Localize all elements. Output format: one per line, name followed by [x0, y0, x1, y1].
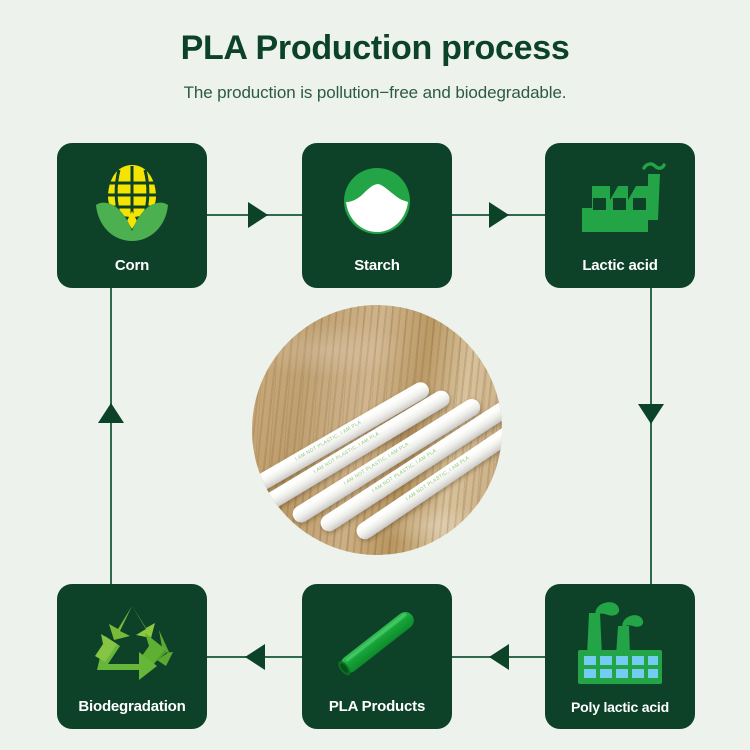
arrow-corn-to-starch[interactable]	[248, 202, 268, 228]
arrow-lactic-to-poly[interactable]	[638, 404, 664, 424]
starch-bowl-icon	[302, 157, 452, 245]
card-label-starch: Starch	[354, 257, 400, 274]
straw-icon	[302, 598, 452, 686]
arrow-poly-to-products[interactable]	[489, 644, 509, 670]
flow-card-biodegradation[interactable]: Biodegradation	[57, 584, 207, 729]
card-label-pla-products: PLA Products	[328, 698, 426, 715]
page-subtitle: The production is pollution−free and bio…	[183, 82, 567, 102]
flow-card-starch[interactable]: Starch	[302, 143, 452, 288]
header: PLA Production process The production is…	[0, 0, 750, 103]
flow-card-lactic-acid[interactable]: Lactic acid	[545, 143, 695, 288]
card-label-lactic-acid: Lactic acid	[582, 257, 658, 274]
arrow-biodeg-to-corn[interactable]	[98, 403, 124, 423]
flow-card-corn[interactable]: Corn	[57, 143, 207, 288]
recycle-icon	[57, 598, 207, 686]
card-label-corn: Corn	[114, 257, 150, 274]
connector-lactic-to-poly	[650, 288, 652, 584]
pla-straws-photo: I AM NOT PLASTIC, I AM PLA I AM NOT PLAS…	[252, 305, 502, 555]
page-title: PLA Production process	[180, 29, 570, 67]
card-label-biodegradation: Biodegradation	[78, 698, 186, 715]
connector-biodeg-to-corn	[110, 288, 112, 584]
factory-icon	[545, 157, 695, 245]
flow-card-poly-lactic-acid[interactable]: Poly lactic acid	[545, 584, 695, 729]
arrow-starch-to-lactic[interactable]	[489, 202, 509, 228]
corn-icon	[57, 157, 207, 245]
flow-card-pla-products[interactable]: PLA Products	[302, 584, 452, 729]
card-label-poly-lactic-acid: Poly lactic acid	[571, 699, 669, 715]
arrow-products-to-biodeg[interactable]	[245, 644, 265, 670]
plant-icon	[545, 598, 695, 686]
